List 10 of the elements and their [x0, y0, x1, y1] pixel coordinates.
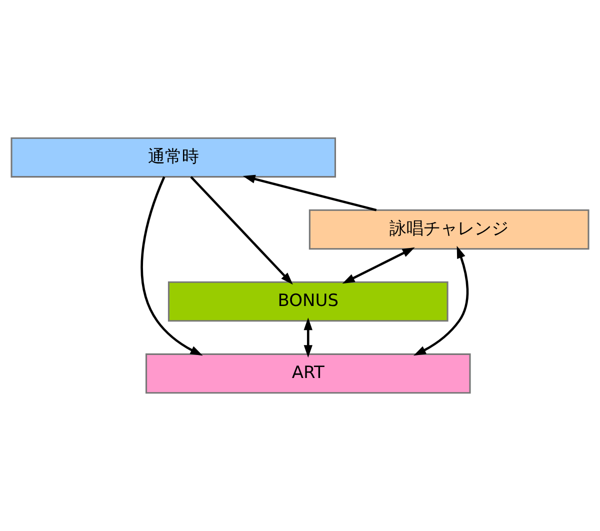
arrow	[242, 174, 377, 212]
node-box: ART	[145, 353, 471, 394]
arrow	[190, 176, 293, 285]
arrow	[414, 246, 469, 356]
arrow	[342, 247, 415, 284]
node-box: 詠唱チャレンジ	[308, 209, 590, 250]
arrow	[140, 176, 203, 356]
node-box: 通常時	[10, 137, 336, 178]
node-box: BONUS	[168, 281, 448, 322]
arrow	[304, 318, 312, 358]
